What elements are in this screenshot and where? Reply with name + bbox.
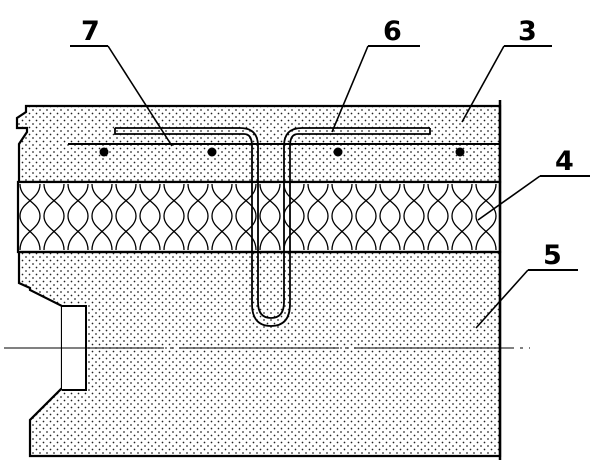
rebar-dots [99, 147, 465, 157]
connector-hairpin [114, 127, 431, 327]
label-5: 5 [543, 240, 562, 271]
label-4: 4 [555, 146, 574, 177]
callout-6: 6 [331, 16, 420, 133]
label-7: 7 [81, 16, 100, 47]
insulation-layer [16, 180, 502, 254]
callout-3: 3 [461, 16, 552, 123]
callout-7: 7 [70, 16, 173, 147]
callout-4: 4 [477, 146, 590, 221]
inner-concrete-layer [17, 250, 502, 458]
label-6: 6 [383, 16, 402, 47]
callout-5: 5 [475, 240, 578, 329]
label-3: 3 [518, 16, 537, 47]
